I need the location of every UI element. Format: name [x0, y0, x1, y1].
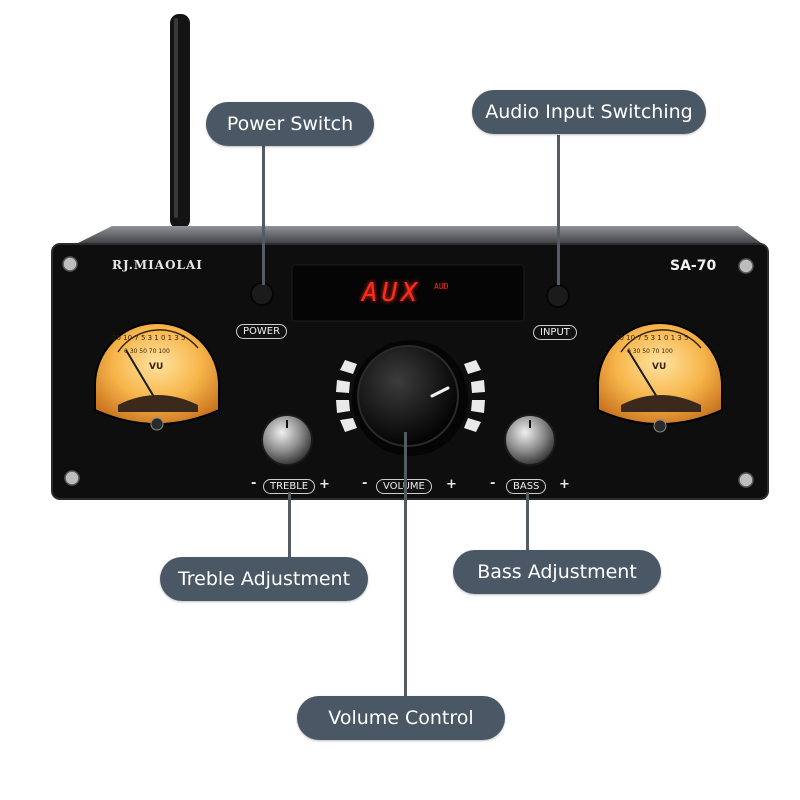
power-button[interactable]	[250, 282, 274, 306]
model-label: SA-70	[670, 258, 717, 274]
treble-knob[interactable]	[261, 414, 313, 466]
vu-scale-right-bottom: 0 30 50 70 100	[627, 348, 673, 355]
treble-leader-line	[288, 492, 291, 558]
volume-minus: -	[362, 476, 368, 491]
vu-meter-right	[597, 322, 723, 433]
antenna	[170, 14, 190, 229]
power-label: POWER	[236, 324, 288, 339]
brand-logo: RJ.MIAOLAI	[112, 258, 203, 272]
bass-adjustment-callout: Bass Adjustment	[453, 550, 661, 594]
bass-leader-line	[526, 492, 529, 550]
bass-plus: +	[559, 477, 570, 492]
treble-plus: +	[319, 477, 330, 492]
treble-adjustment-callout: Treble Adjustment	[160, 557, 368, 601]
volume-knob[interactable]	[357, 345, 459, 447]
chassis-top	[68, 226, 768, 248]
display-text: AUX	[362, 278, 421, 308]
power-switch-callout: Power Switch	[206, 102, 374, 146]
volume-control-callout: Volume Control	[297, 696, 505, 740]
led-display	[291, 264, 525, 322]
bass-minus: -	[490, 476, 496, 491]
volume-plus: +	[446, 477, 457, 492]
input-leader-line	[557, 135, 560, 285]
vu-scale-left: 20 10 7 5 3 1 0 1 3 5	[112, 334, 186, 342]
vu-scale-right: 20 10 7 5 3 1 0 1 3 5	[615, 334, 689, 342]
vu-scale-left-bottom: 0 30 50 70 100	[124, 348, 170, 355]
volume-leader-line	[404, 432, 407, 696]
screw-icon	[62, 256, 754, 488]
vu-meter-left	[94, 322, 220, 431]
vu-label-right: VU	[652, 362, 667, 372]
vu-label-left: VU	[149, 362, 164, 372]
input-label: INPUT	[533, 325, 577, 340]
volume-label: VOLUME	[376, 479, 432, 494]
display-subtext: AUD	[434, 282, 449, 291]
audio-input-callout: Audio Input Switching	[472, 90, 706, 134]
power-leader-line	[262, 145, 265, 285]
volume-led-ring	[336, 360, 485, 432]
input-button[interactable]	[546, 284, 570, 308]
treble-minus: -	[251, 476, 257, 491]
bass-knob[interactable]	[504, 414, 556, 466]
